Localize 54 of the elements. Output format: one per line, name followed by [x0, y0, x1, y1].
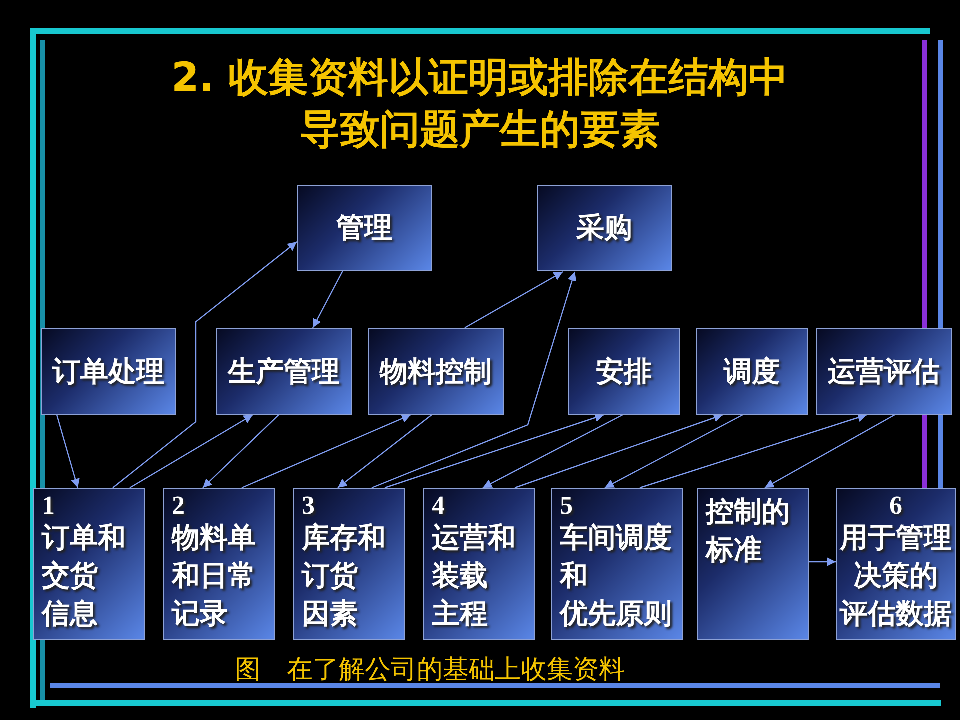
step-number: 1 [42, 493, 56, 519]
box-label: 车间调度和优先原则 [560, 520, 673, 632]
step-box [33, 488, 145, 640]
arrow [482, 414, 624, 489]
step-number: 2 [172, 493, 186, 519]
arrow [338, 414, 432, 488]
step-number: 6 [888, 493, 904, 519]
arrow [242, 414, 412, 489]
step-number: 3 [302, 493, 316, 519]
process-box [696, 328, 808, 415]
box-label: 订单和交货信息 [42, 520, 127, 632]
arrow [112, 242, 298, 488]
step-number: 5 [560, 493, 574, 519]
arrow [464, 271, 564, 329]
arrow [56, 414, 80, 488]
box-label: 安排 [596, 354, 652, 390]
arrow [372, 272, 577, 489]
box-label: 控制的标准 [706, 494, 791, 568]
process-box [41, 328, 176, 415]
process-box [297, 185, 432, 271]
process-box [368, 328, 504, 415]
box-label: 运营评估 [828, 354, 940, 390]
caption: 图 在了解公司的基础上收集资料 [235, 654, 625, 687]
step-box [163, 488, 275, 640]
arrow [384, 414, 604, 489]
arrow [312, 270, 344, 328]
arrow [809, 558, 836, 566]
arrow [764, 414, 896, 489]
step-box [836, 488, 956, 640]
box-label: 用于管理决策的评估数据 [838, 520, 953, 632]
arrow [640, 413, 868, 489]
box-label: 管理 [336, 210, 392, 246]
arrow [202, 414, 280, 488]
arrow [514, 414, 724, 489]
box-label: 物料单和日常记录 [172, 520, 257, 632]
process-box [216, 328, 352, 415]
box-label: 采购 [576, 210, 632, 246]
box-label: 物料控制 [380, 354, 492, 390]
box-label: 生产管理 [228, 354, 340, 390]
box-label: 运营和装载主程 [432, 520, 517, 632]
arrow [130, 414, 254, 489]
box-label: 订单处理 [52, 354, 164, 390]
box-label: 调度 [724, 354, 780, 390]
step-box [423, 488, 535, 640]
process-box [816, 328, 952, 415]
process-box [537, 185, 672, 271]
step-number: 4 [432, 493, 446, 519]
title: 2. 收集资料以证明或排除在结构中导致问题产生的要素 [170, 54, 790, 155]
process-box [568, 328, 680, 415]
arrow [604, 414, 744, 489]
box-label: 库存和订货因素 [302, 520, 387, 632]
step-box [293, 488, 405, 640]
process-box [697, 488, 809, 640]
step-box [551, 488, 683, 640]
